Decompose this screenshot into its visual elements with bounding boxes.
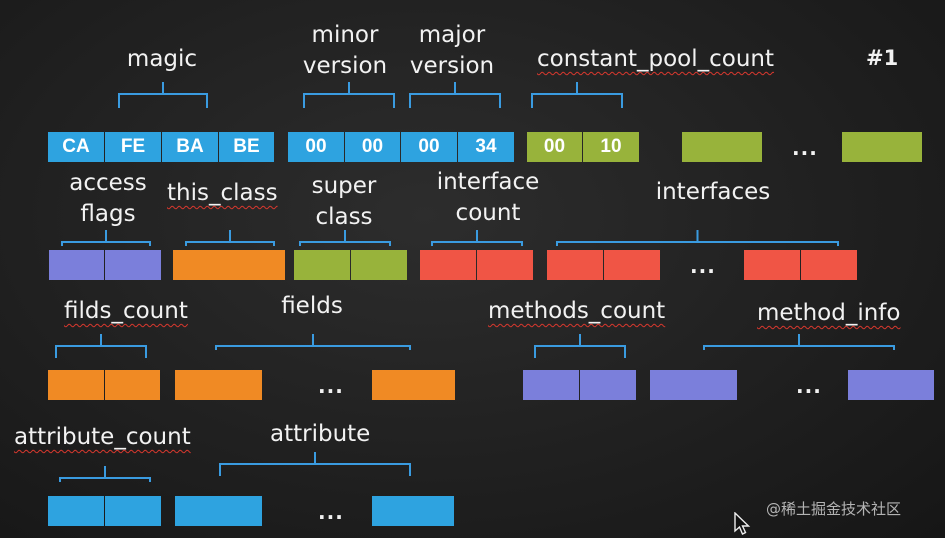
label-filds-count: filds_count — [64, 298, 188, 324]
label-constant-pool-count: constant_pool_count — [537, 46, 775, 72]
brace-0 — [118, 82, 208, 108]
minor-version-byte-1: 00 — [288, 132, 344, 162]
this-class-field — [173, 250, 285, 280]
methods-count-byte-2 — [580, 370, 636, 400]
mouse-cursor-icon — [734, 512, 751, 535]
magic-byte-4: BE — [219, 132, 274, 162]
super-class-byte-2 — [351, 250, 407, 280]
constant-pool-count-byte-1: 00 — [527, 132, 582, 162]
ellipsis: ... — [796, 374, 822, 398]
ellipsis: ... — [318, 374, 344, 398]
constant-pool-count-byte-2: 10 — [583, 132, 639, 162]
attribute-count-byte-1 — [48, 496, 104, 526]
label-attribute: attribute — [270, 421, 371, 447]
label-attribute-count: attribute_count — [14, 424, 191, 450]
constant-pool-entry — [682, 132, 762, 162]
magic-byte-1: CA — [48, 132, 104, 162]
interface-count-byte-2 — [477, 250, 533, 280]
field-entry — [175, 370, 262, 400]
method-info-entry — [650, 370, 737, 400]
fields-count-byte-1 — [48, 370, 104, 400]
label-this-class: this_class — [167, 180, 278, 206]
access-flags-byte-2 — [105, 250, 161, 280]
magic-byte-2: FE — [105, 132, 161, 162]
major-version-byte-1: 00 — [401, 132, 457, 162]
ellipsis: ... — [792, 136, 818, 160]
brace-10 — [215, 334, 411, 350]
brace-12 — [703, 334, 895, 350]
label-interfaces: interfaces — [655, 179, 771, 205]
interface-entry-byte-2 — [604, 250, 660, 280]
brace-14 — [219, 452, 411, 476]
attribute-entry-last — [372, 496, 454, 526]
brace-7 — [431, 230, 523, 246]
attribute-entry — [175, 496, 262, 526]
ellipsis: ... — [690, 254, 716, 278]
label-magic: magic — [126, 46, 198, 72]
field-entry-last — [372, 370, 455, 400]
constant-pool-entry-last — [842, 132, 922, 162]
interface-entry-byte-1 — [547, 250, 603, 280]
brace-3 — [531, 82, 623, 108]
brace-5 — [185, 230, 275, 246]
attribute-count-byte-2 — [105, 496, 161, 526]
minor-version-byte-2: 00 — [345, 132, 400, 162]
magic-byte-3: BA — [162, 132, 218, 162]
brace-11 — [534, 334, 626, 358]
interface-last-byte-1 — [744, 250, 800, 280]
major-version-byte-2: 34 — [458, 132, 514, 162]
method-info-entry-last — [848, 370, 934, 400]
label-method-info: method_info — [757, 300, 901, 326]
watermark: @稀土掘金技术社区 — [766, 500, 902, 518]
brace-13 — [59, 466, 151, 482]
brace-1 — [303, 82, 395, 108]
slide-number: #1 — [866, 46, 899, 70]
methods-count-byte-1 — [523, 370, 579, 400]
brace-4 — [61, 230, 151, 246]
brace-2 — [409, 82, 501, 108]
label-fields: fields — [281, 293, 343, 319]
interface-last-byte-2 — [801, 250, 857, 280]
fields-count-byte-2 — [105, 370, 160, 400]
brace-8 — [556, 230, 839, 246]
label-methods-count: methods_count — [488, 298, 666, 324]
brace-6 — [299, 230, 391, 246]
super-class-byte-1 — [294, 250, 350, 280]
access-flags-byte-1 — [49, 250, 104, 280]
ellipsis: ... — [318, 500, 344, 524]
interface-count-byte-1 — [420, 250, 476, 280]
brace-9 — [55, 334, 147, 358]
